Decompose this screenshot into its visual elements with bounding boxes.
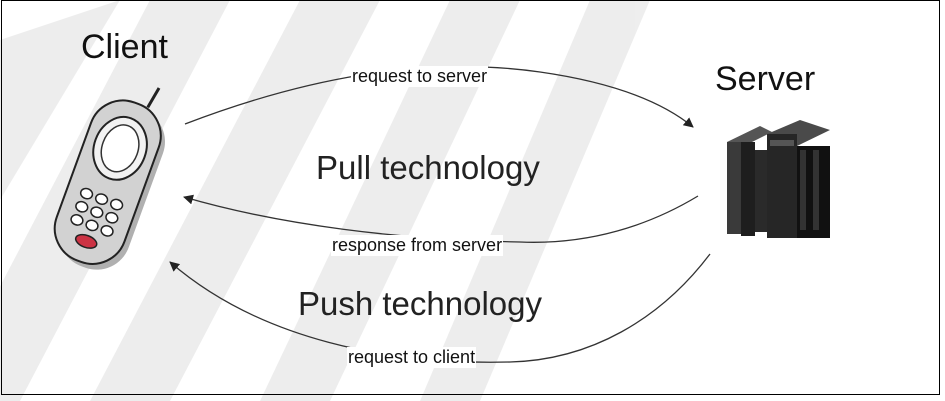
server-rack-icon	[727, 120, 830, 238]
request-to-client-label: request to client	[347, 347, 477, 368]
push-technology-label: Push technology	[298, 285, 543, 322]
request-to-server-label: request to server	[351, 66, 489, 87]
request-to-server-arrow	[184, 66, 694, 128]
pull-technology-label: Pull technology	[316, 149, 540, 186]
mobile-phone-icon	[53, 87, 166, 270]
diagram-frame	[1, 0, 940, 395]
watermark	[0, 0, 650, 401]
client-label: Client	[81, 28, 168, 66]
request-to-client-arrow	[169, 253, 711, 363]
server-label: Server	[715, 60, 816, 98]
response-from-server-label: response from server	[331, 235, 504, 256]
